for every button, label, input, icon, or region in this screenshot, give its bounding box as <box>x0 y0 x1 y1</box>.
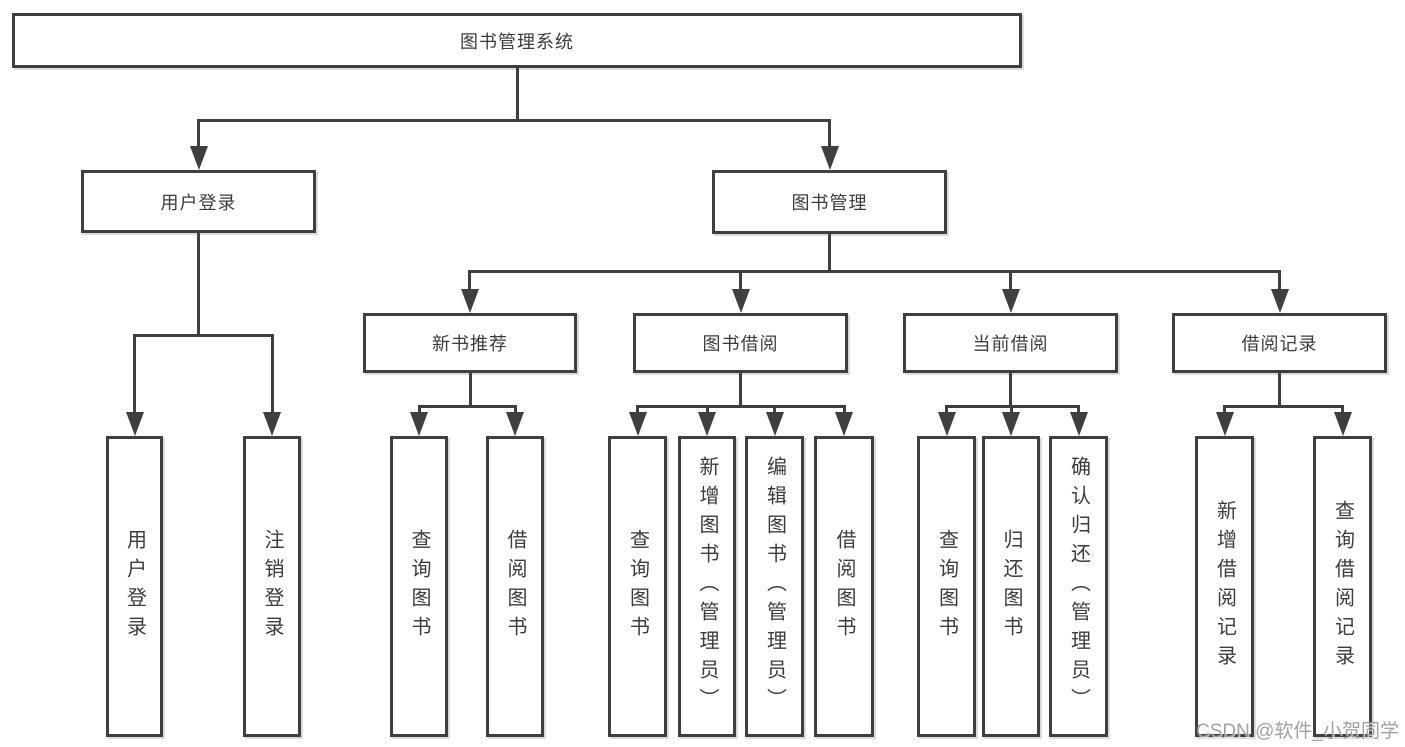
connector-line <box>197 119 200 150</box>
connector-line <box>739 373 742 407</box>
connector-arrowhead <box>126 412 144 436</box>
connector-line <box>706 405 709 414</box>
leaf-label: 确认归还（管理员） <box>1067 456 1090 717</box>
connector-line <box>1010 405 1013 414</box>
leaf-label: 归还图书 <box>1000 528 1022 645</box>
node-label: 当前借阅 <box>972 334 1049 354</box>
connector-arrowhead <box>766 412 784 436</box>
leaf-query-books-current: 查询图书 <box>917 436 976 737</box>
connector-arrowhead <box>698 412 716 436</box>
leaf-label: 借阅图书 <box>504 528 526 645</box>
connector-arrowhead <box>410 412 428 436</box>
leaf-add-borrow-record: 新增借阅记录 <box>1195 436 1254 737</box>
connector-line <box>133 334 136 414</box>
csdn-watermark: CSDN @软件_小贺同学 <box>1196 721 1399 742</box>
connector-arrowhead <box>629 412 647 436</box>
leaf-label: 借阅图书 <box>833 528 855 645</box>
leaf-label: 查询借阅记录 <box>1331 499 1354 674</box>
connector-line <box>828 119 831 150</box>
node-label: 新书推荐 <box>432 334 508 354</box>
node-label: 用户登录 <box>160 192 237 213</box>
node-user-login: 用户登录 <box>81 170 316 233</box>
connector-arrowhead <box>1216 412 1234 436</box>
leaf-add-books-admin: 新增图书（管理员） <box>678 436 736 737</box>
connector-arrowhead <box>263 412 281 436</box>
connector-line <box>469 270 1281 273</box>
connector-line <box>1278 373 1281 407</box>
connector-arrowhead <box>1334 412 1352 436</box>
connector-line <box>1223 405 1226 414</box>
node-label: 借阅记录 <box>1241 334 1318 354</box>
connector-line <box>197 233 200 336</box>
connector-line <box>1009 270 1012 292</box>
leaf-logout: 注销登录 <box>243 436 301 737</box>
leaf-label: 查询图书 <box>935 528 958 645</box>
connector-line <box>843 405 846 414</box>
node-label: 图书管理 <box>791 193 868 213</box>
connector-arrowhead <box>1002 412 1020 436</box>
leaf-user-login: 用户登录 <box>106 436 163 737</box>
leaf-confirm-return-admin: 确认归还（管理员） <box>1049 436 1108 737</box>
connector-line <box>469 373 472 407</box>
node-current-borrow: 当前借阅 <box>903 313 1118 373</box>
leaf-label: 查询图书 <box>626 528 649 645</box>
node-new-book-recommend: 新书推荐 <box>363 313 577 373</box>
leaf-label: 新增图书（管理员） <box>696 456 718 717</box>
leaf-borrow-books-recommend: 借阅图书 <box>486 436 544 737</box>
leaf-label: 查询图书 <box>408 528 430 645</box>
connector-line <box>1278 270 1281 292</box>
leaf-label: 注销登录 <box>261 528 283 645</box>
connector-line <box>1223 405 1344 408</box>
connector-arrowhead <box>835 412 853 436</box>
connector-arrowhead <box>732 289 750 313</box>
leaf-label: 编辑图书（管理员） <box>763 456 786 717</box>
connector-line <box>514 405 517 414</box>
leaf-label: 新增借阅记录 <box>1213 499 1236 674</box>
node-borrow-records: 借阅记录 <box>1172 313 1387 373</box>
connector-line <box>418 405 517 408</box>
connector-line <box>1009 373 1012 407</box>
leaf-label: 用户登录 <box>123 528 146 645</box>
node-label: 图书借阅 <box>702 334 779 354</box>
leaf-edit-books-admin: 编辑图书（管理员） <box>745 436 804 737</box>
connector-arrowhead <box>461 289 479 313</box>
node-book-borrow: 图书借阅 <box>633 313 848 373</box>
leaf-query-books-borrow: 查询图书 <box>608 436 667 737</box>
node-library-management-system: 图书管理系统 <box>12 13 1022 68</box>
leaf-query-borrow-record: 查询借阅记录 <box>1313 436 1372 737</box>
connector-line <box>636 405 846 408</box>
connector-line <box>418 405 421 414</box>
leaf-borrow-books: 借阅图书 <box>814 436 874 737</box>
connector-line <box>133 334 274 337</box>
node-book-management: 图书管理 <box>712 170 947 234</box>
connector-arrowhead <box>821 146 839 170</box>
node-label: 图书管理系统 <box>460 31 574 52</box>
connector-line <box>636 405 639 414</box>
connector-line <box>828 234 831 272</box>
connector-line <box>1077 405 1080 414</box>
connector-line <box>773 405 776 414</box>
connector-arrowhead <box>938 412 956 436</box>
connector-line <box>468 270 471 292</box>
connector-arrowhead <box>1002 289 1020 313</box>
leaf-return-books: 归还图书 <box>982 436 1040 737</box>
connector-line <box>197 119 831 122</box>
connector-line <box>516 68 519 120</box>
connector-arrowhead <box>1271 289 1289 313</box>
connector-line <box>739 270 742 292</box>
connector-line <box>271 334 274 414</box>
leaf-query-books-recommend: 查询图书 <box>390 436 448 737</box>
connector-line <box>1341 405 1344 414</box>
connector-arrowhead <box>1070 412 1088 436</box>
connector-arrowhead <box>506 412 524 436</box>
connector-line <box>945 405 948 414</box>
connector-arrowhead <box>190 146 208 170</box>
